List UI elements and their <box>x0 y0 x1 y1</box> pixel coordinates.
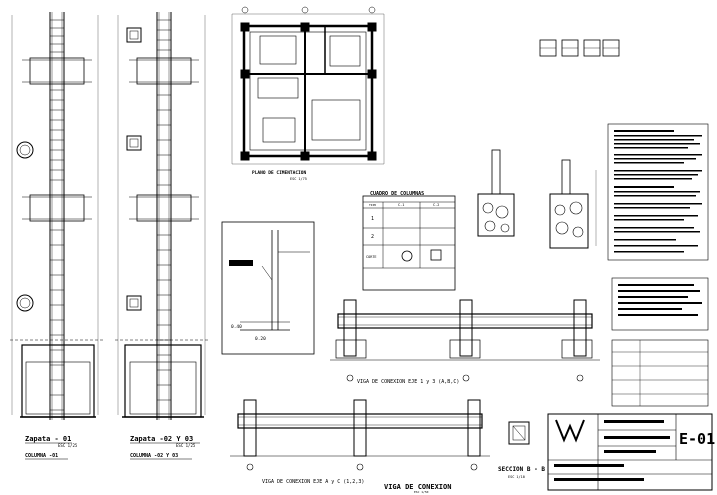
columna-01-title: COLUMNA -01 <box>25 453 58 459</box>
viga-main-scale: ESC 1/50 <box>414 490 429 494</box>
column-elevation-01 <box>10 12 105 420</box>
section-b-b <box>508 421 530 445</box>
seccion-title: SECCION B - B <box>498 466 545 473</box>
column-section-01-top <box>16 141 34 159</box>
plano-title: PLANO DE CIMENTACION <box>252 170 306 176</box>
col-c2: C-2 <box>433 203 439 207</box>
column-elevation-02 <box>115 12 210 420</box>
pedestal-detail-a <box>477 149 515 237</box>
foundation-plan <box>231 6 385 165</box>
columna-02-title: COLUMNA -02 Y 03 <box>130 453 178 459</box>
viga-main-title: VIGA DE CONEXION <box>384 483 451 491</box>
row-1: 1 <box>371 216 374 222</box>
sheet-code: E-01 <box>679 430 715 448</box>
viga-123-title: VIGA DE CONEXION EJE 1 y 3 (A,B,C) <box>357 379 459 385</box>
tipo-label: TIPO <box>369 203 376 207</box>
dim-020: 0.20 <box>255 336 266 342</box>
viga-eje-1-3 <box>330 299 600 382</box>
pedestal-detail-b <box>549 159 597 249</box>
reinforcement-notes <box>611 277 709 407</box>
rebar-details-top <box>539 39 620 57</box>
dim-040: 0.40 <box>231 324 242 330</box>
column-section-02-bottom <box>126 295 142 311</box>
plano-scale: ESC 1/75 <box>290 177 307 181</box>
column-section-01-bottom <box>16 294 34 312</box>
zapata-02-title: Zapata -02 Y 03 <box>130 435 193 443</box>
zapata-01-title: Zapata - 01 <box>25 435 71 443</box>
general-notes <box>607 123 709 261</box>
column-section-02-mid <box>126 135 142 151</box>
cuadro-title: CUADRO DE COLUMNAS <box>370 191 424 197</box>
col-c1: C-1 <box>398 203 404 207</box>
viga-abc-title: VIGA DE CONEXION EJE A y C (1,2,3) <box>262 479 364 485</box>
seccion-scale: ESC 1/10 <box>508 475 525 479</box>
footing-detail-box <box>221 221 315 355</box>
zapata-01-scale: ESC 1/25 <box>58 443 78 448</box>
viga-eje-a-c <box>230 399 490 471</box>
row-2: 2 <box>371 234 374 240</box>
corte-label: CORTE <box>366 255 377 259</box>
title-block <box>547 413 713 491</box>
zapata-02-scale: ESC 1/25 <box>176 443 196 448</box>
column-section-02-top <box>126 27 142 43</box>
column-schedule <box>362 195 456 291</box>
